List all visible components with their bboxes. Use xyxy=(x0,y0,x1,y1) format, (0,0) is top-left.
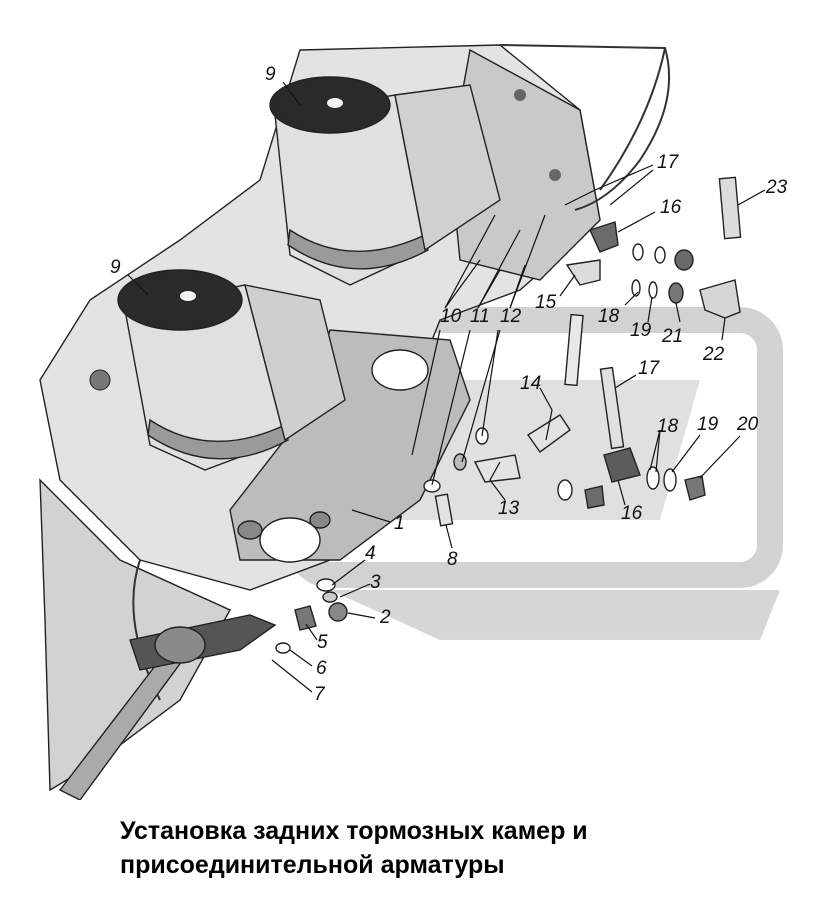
caption-line-2: присоединительной арматуры xyxy=(120,851,505,879)
caption-line-1: Установка задних тормозных камер и xyxy=(120,817,588,845)
callout-22: 22 xyxy=(702,344,725,365)
fittings xyxy=(275,176,742,654)
callout-10: 10 xyxy=(440,306,462,327)
callout-3: 3 xyxy=(370,572,381,593)
callout-12: 12 xyxy=(500,306,522,327)
callout-17-lower: 17 xyxy=(638,358,661,379)
callout-13: 13 xyxy=(498,498,520,519)
callout-8: 8 xyxy=(447,549,458,570)
callout-19-lower: 19 xyxy=(697,414,719,435)
callout-18-upper: 18 xyxy=(598,306,620,327)
callout-11: 11 xyxy=(470,306,490,327)
callout-14: 14 xyxy=(520,373,541,394)
assembly-illustration: 9 9 17 16 23 10 11 12 15 18 19 21 22 14 … xyxy=(39,44,788,800)
callout-5: 5 xyxy=(317,632,328,653)
upper-brake-chamber xyxy=(269,76,501,286)
lower-brake-chamber xyxy=(117,269,346,471)
callout-labels: 9 9 17 16 23 10 11 12 15 18 19 21 22 14 … xyxy=(110,64,788,705)
callout-7: 7 xyxy=(314,684,326,705)
callout-16-lower: 16 xyxy=(621,503,643,524)
callout-6: 6 xyxy=(316,658,327,679)
leader-lines xyxy=(127,81,766,693)
callout-9-lower: 9 xyxy=(110,257,121,278)
callout-9-upper: 9 xyxy=(265,64,276,85)
callout-1: 1 xyxy=(394,513,405,534)
callout-2: 2 xyxy=(379,607,391,628)
callout-19-upper: 19 xyxy=(630,320,652,341)
callout-17-upper: 17 xyxy=(657,152,680,173)
callout-4: 4 xyxy=(365,543,376,564)
callout-21: 21 xyxy=(661,326,683,347)
lever-and-rod xyxy=(58,614,277,800)
figure-caption: Установка задних тормозных камер и присо… xyxy=(120,814,800,882)
callout-15: 15 xyxy=(535,292,557,313)
callout-23: 23 xyxy=(765,177,788,198)
callout-16-upper: 16 xyxy=(660,197,682,218)
callout-18-lower: 18 xyxy=(657,416,679,437)
callout-20: 20 xyxy=(736,414,759,435)
